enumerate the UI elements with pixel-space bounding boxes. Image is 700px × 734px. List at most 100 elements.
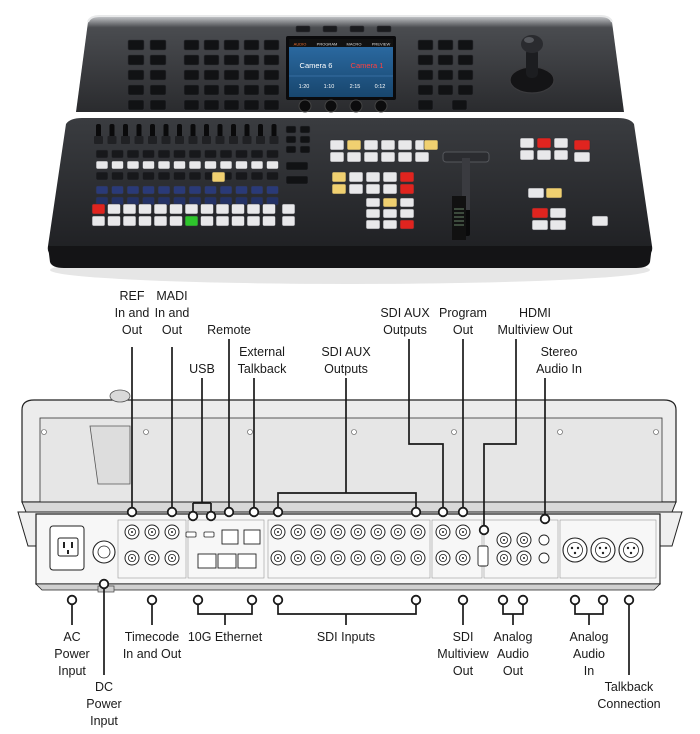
callout-marker	[412, 508, 421, 517]
panel-button	[232, 204, 245, 214]
panel-button	[158, 161, 170, 169]
panel-button	[400, 220, 414, 229]
rear-panel-drawing	[18, 390, 682, 592]
panel-button	[143, 172, 155, 180]
panel-button	[247, 204, 260, 214]
panel-button	[154, 216, 167, 226]
panel-button	[224, 40, 239, 50]
panel-button	[220, 186, 232, 194]
panel-button	[205, 186, 217, 194]
panel-button	[300, 126, 310, 133]
label-ac-power-input: AC Power Input	[54, 629, 89, 680]
panel-button	[300, 136, 310, 143]
panel-button	[224, 100, 239, 110]
panel-button	[546, 188, 562, 198]
panel-button	[96, 186, 108, 194]
panel-button	[184, 40, 199, 50]
panel-button	[236, 150, 248, 158]
panel-button	[184, 70, 199, 80]
panel-button	[150, 70, 166, 80]
panel-button	[123, 204, 136, 214]
panel-button	[350, 26, 364, 32]
panel-button	[96, 150, 108, 158]
panel-button	[383, 172, 397, 182]
panel-button	[204, 40, 219, 50]
panel-button	[112, 186, 124, 194]
panel-button	[438, 55, 453, 65]
callout-marker	[439, 508, 448, 517]
panel-button	[366, 220, 380, 229]
lcd-tab: AUDIO	[294, 42, 307, 47]
panel-button	[251, 150, 263, 158]
lcd-tab: PROGRAM	[317, 42, 338, 47]
panel-button	[400, 172, 414, 182]
callout-marker	[459, 596, 468, 605]
panel-button	[415, 152, 429, 162]
panel-button	[554, 150, 568, 160]
panel-button	[128, 40, 144, 50]
panel-button	[158, 172, 170, 180]
panel-button	[347, 140, 361, 150]
panel-button	[128, 55, 144, 65]
panel-button	[263, 216, 276, 226]
label-ref: REF In and Out	[115, 288, 150, 339]
panel-button	[185, 216, 198, 226]
panel-button	[158, 186, 170, 194]
callout-leader	[575, 604, 603, 625]
panel-button	[550, 220, 566, 230]
callout-marker	[274, 508, 283, 517]
panel-button	[532, 208, 548, 218]
panel-button	[383, 198, 397, 207]
panel-button	[418, 85, 433, 95]
panel-button	[264, 100, 279, 110]
panel-button	[282, 204, 295, 214]
callout-marker	[571, 596, 580, 605]
panel-button	[150, 100, 166, 110]
panel-button	[251, 186, 263, 194]
panel-button	[204, 85, 219, 95]
label-stereo-audio-in: Stereo Audio In	[536, 344, 582, 378]
panel-button	[128, 70, 144, 80]
panel-button	[143, 161, 155, 169]
panel-button	[400, 198, 414, 207]
panel-button	[400, 184, 414, 194]
panel-button	[377, 26, 391, 32]
panel-button	[550, 208, 566, 218]
label-talkback-connection: Talkback Connection	[597, 679, 660, 713]
panel-button	[383, 209, 397, 218]
panel-button	[458, 40, 473, 50]
fader-cap	[229, 136, 238, 144]
callout-marker	[599, 596, 608, 605]
fader-cap	[189, 136, 198, 144]
panel-button	[174, 161, 186, 169]
callout-marker	[480, 526, 489, 535]
panel-button	[150, 85, 166, 95]
panel-button	[244, 85, 259, 95]
panel-button	[244, 40, 259, 50]
lcd-tab: PREVIEW	[372, 42, 391, 47]
panel-button	[201, 216, 214, 226]
fader-cap	[175, 136, 184, 144]
panel-button	[349, 172, 363, 182]
panel-button	[267, 161, 279, 169]
panel-button	[108, 204, 121, 214]
label-usb: USB	[189, 361, 215, 378]
panel-button	[189, 161, 201, 169]
fader-cap	[243, 136, 252, 144]
panel-button	[123, 216, 136, 226]
panel-button	[224, 55, 239, 65]
panel-button	[438, 70, 453, 80]
fader-cap	[148, 136, 157, 144]
panel-button	[330, 152, 344, 162]
panel-button	[150, 55, 166, 65]
panel-button	[364, 152, 378, 162]
lcd-tab: MACRO	[347, 42, 362, 47]
panel-button	[247, 216, 260, 226]
panel-button	[204, 55, 219, 65]
panel-button	[96, 172, 108, 180]
panel-button	[189, 172, 201, 180]
panel-button	[330, 140, 344, 150]
panel-button	[438, 85, 453, 95]
panel-button	[286, 126, 296, 133]
callout-leader	[278, 604, 416, 625]
